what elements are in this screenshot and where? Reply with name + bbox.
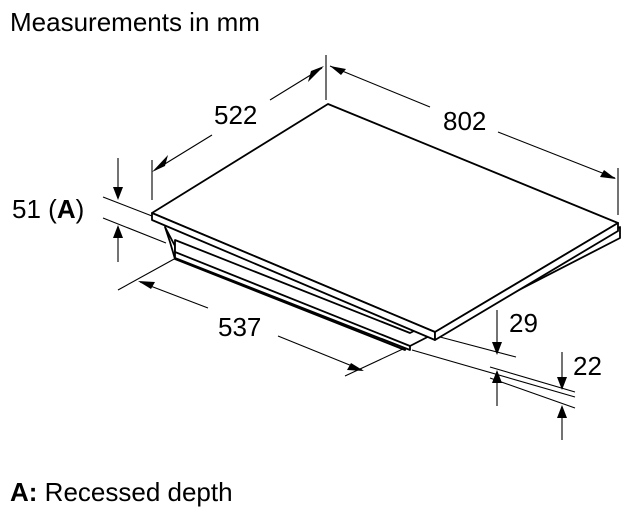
recess-paren-close: ) — [76, 194, 85, 224]
dimension-height-base: 22 — [489, 351, 602, 440]
page-title: Measurements in mm — [10, 7, 260, 37]
dimension-depth: 522 — [151, 55, 327, 200]
cooktop-body — [164, 226, 621, 351]
legend-key: A: — [10, 477, 38, 507]
svg-text:51 (A): 51 (A) — [12, 194, 84, 224]
dimension-recess: 51 (A) — [12, 158, 167, 262]
dimension-width: 802 — [329, 65, 619, 215]
dimension-cutout: 537 — [117, 257, 406, 377]
recess-paren-open: ( — [41, 194, 57, 224]
recess-key: A — [57, 194, 76, 224]
height-total-label: 29 — [509, 308, 538, 338]
depth-label: 522 — [214, 100, 257, 130]
cooktop-glass — [151, 103, 619, 341]
recess-value: 51 — [12, 194, 41, 224]
cutout-label: 537 — [218, 312, 261, 342]
width-label: 802 — [443, 106, 486, 136]
legend-description: Recessed depth — [37, 477, 233, 507]
height-base-label: 22 — [573, 351, 602, 381]
footer-legend: A: Recessed depth — [10, 476, 233, 508]
